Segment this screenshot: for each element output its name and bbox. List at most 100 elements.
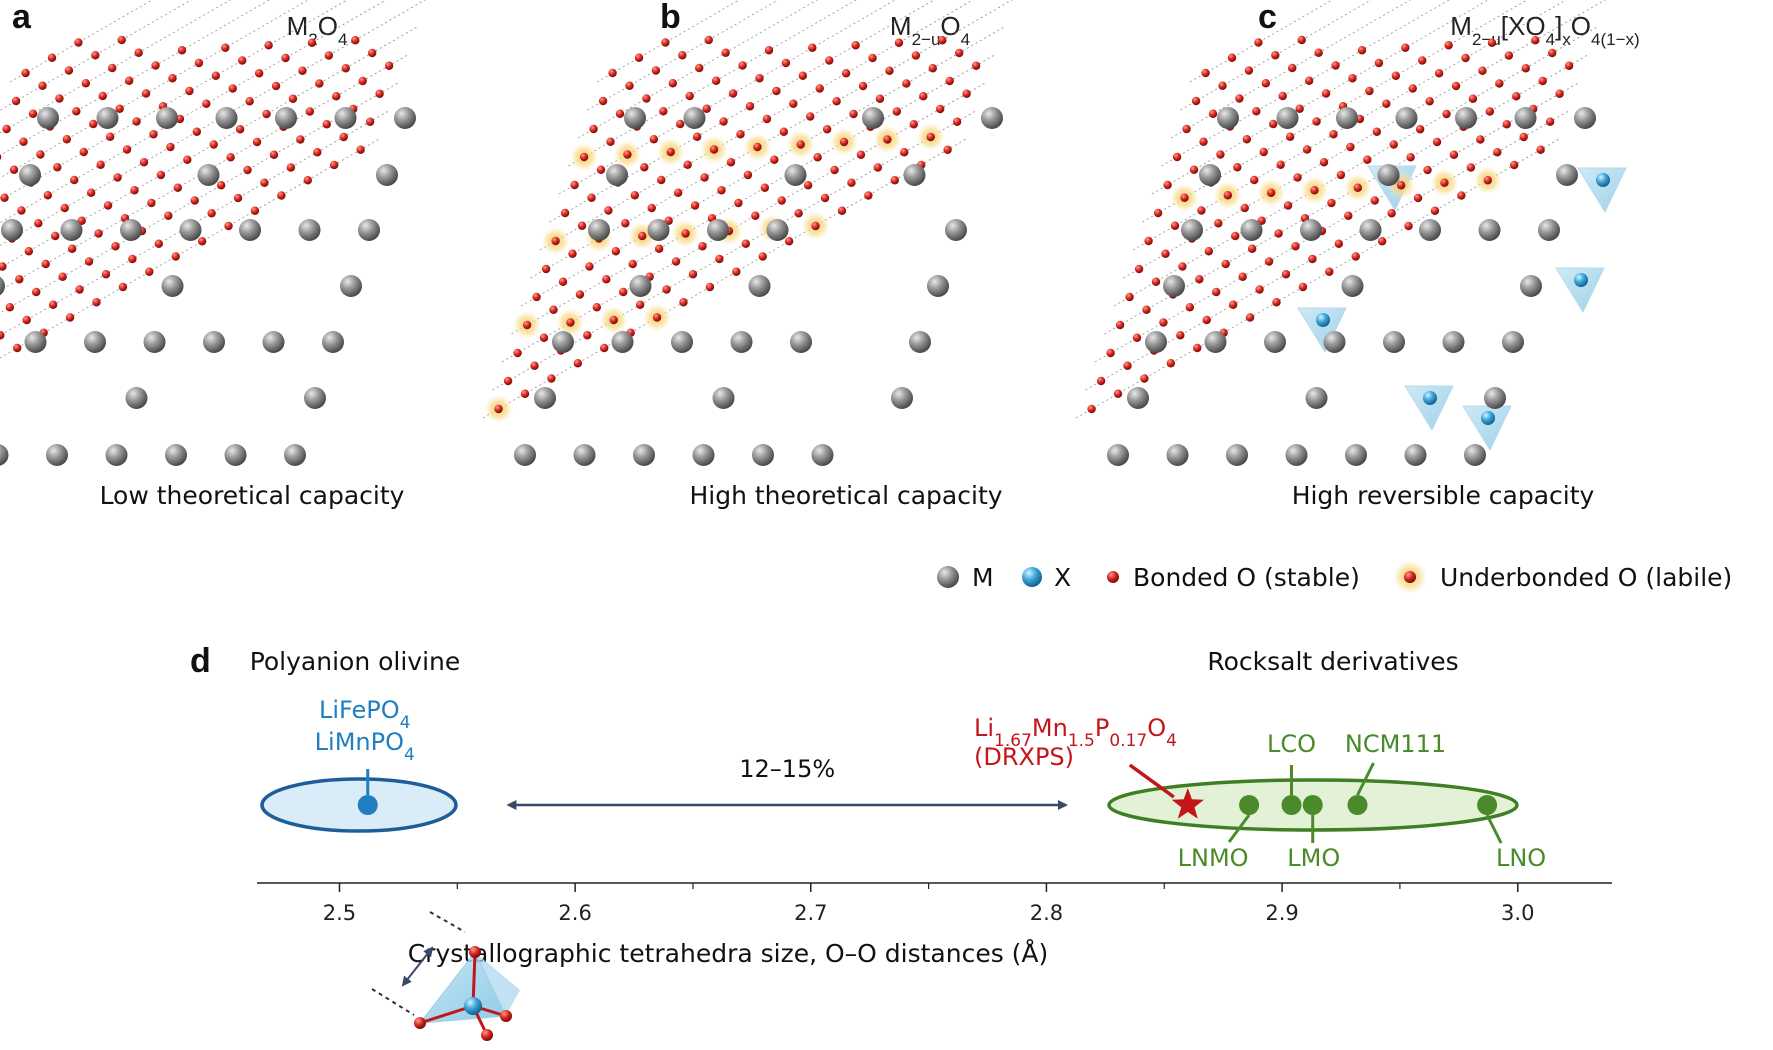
- metal-atom: [19, 164, 41, 186]
- metal-atom: [629, 275, 652, 297]
- lattice-c-metals: [1107, 107, 1596, 466]
- bonded-oxygen: [1259, 147, 1268, 157]
- bonded-oxygen: [705, 282, 715, 292]
- bonded-oxygen: [183, 155, 192, 164]
- metal-atom: [1574, 107, 1596, 129]
- metal-atom: [927, 275, 949, 297]
- bonded-oxygen: [96, 160, 105, 169]
- bonded-oxygen: [1432, 137, 1442, 147]
- metal-atom: [376, 164, 398, 186]
- panel-b-caption: High theoretical capacity: [689, 481, 1002, 510]
- metal-atom: [707, 219, 729, 241]
- bonded-oxygen: [577, 221, 587, 230]
- bonded-oxygen: [197, 237, 207, 246]
- bonded-oxygen: [971, 61, 981, 70]
- metal-atom: [1305, 387, 1328, 409]
- bonded-oxygen: [384, 61, 394, 70]
- bonded-oxygen: [64, 66, 74, 75]
- bonded-oxygen: [168, 74, 177, 83]
- bonded-oxygen: [1406, 153, 1415, 162]
- bonded-oxygen: [0, 331, 5, 340]
- metal-atom: [730, 331, 753, 353]
- bonded-oxygen: [1336, 170, 1346, 180]
- metal-atom: [340, 275, 362, 297]
- bonded-oxygen: [1245, 313, 1255, 322]
- bonded-oxygen: [1293, 173, 1302, 182]
- underbonded-oxygen: [839, 137, 849, 147]
- metal-atom: [909, 331, 931, 353]
- bonded-oxygen: [1218, 81, 1227, 90]
- bonded-oxygen: [700, 173, 709, 182]
- bond-line: [0, 0, 387, 224]
- bonded-oxygen: [1113, 389, 1123, 398]
- bonded-oxygen: [1274, 229, 1283, 238]
- bonded-oxygen: [902, 79, 911, 88]
- metal-atom: [24, 331, 47, 353]
- metal-atom: [1217, 107, 1239, 129]
- bond-line: [0, 137, 382, 359]
- bonded-oxygen: [1096, 376, 1106, 386]
- bonded-oxygen: [91, 51, 100, 60]
- panel-a-caption: Low theoretical capacity: [100, 481, 405, 510]
- bonded-oxygen: [598, 96, 608, 106]
- bonded-oxygen: [1151, 277, 1161, 286]
- bonded-oxygen: [1202, 315, 1211, 325]
- bonded-oxygen: [1201, 68, 1210, 78]
- tet-distance-arrow: [401, 946, 434, 987]
- metal-atom: [179, 219, 202, 241]
- bonded-oxygen: [1325, 267, 1334, 276]
- bonded-oxygen: [1269, 119, 1278, 129]
- bonded-oxygen: [702, 104, 711, 113]
- x-tick-label: 2.5: [323, 901, 356, 925]
- bonded-oxygen: [286, 163, 296, 172]
- bonded-oxygen: [1297, 35, 1306, 45]
- bonded-oxygen: [2, 124, 11, 134]
- bonded-oxygen: [48, 300, 58, 309]
- bonded-oxygen: [1363, 155, 1372, 164]
- underbonded-oxygen: [811, 221, 820, 231]
- metal-atom: [647, 219, 670, 241]
- bonded-oxygen: [1134, 264, 1144, 274]
- bonded-oxygen: [762, 114, 772, 124]
- legend-m-label: M: [972, 563, 994, 592]
- bonded-oxygen: [296, 135, 305, 144]
- legend-bonded-swatch: [1107, 571, 1119, 583]
- bonded-oxygen: [1457, 191, 1466, 200]
- bonded-oxygen: [770, 155, 779, 164]
- bonded-oxygen: [164, 211, 173, 220]
- metal-atom: [588, 219, 610, 241]
- bonded-oxygen: [60, 203, 69, 213]
- bonded-oxygen: [24, 247, 34, 256]
- lattice-c-oxygens: [1087, 35, 1574, 414]
- bonded-oxygen: [130, 186, 139, 195]
- bonded-oxygen: [606, 137, 615, 146]
- bonded-oxygen: [1374, 58, 1384, 68]
- bonded-oxygen: [271, 81, 281, 91]
- bonded-oxygen: [132, 117, 141, 126]
- underbonded-oxygen: [609, 315, 618, 325]
- tet-dash-top: [429, 911, 466, 933]
- underbonded-oxygen: [579, 152, 589, 162]
- bonded-oxygen: [305, 107, 315, 116]
- metal-atom: [143, 331, 166, 353]
- metal-atom: [1285, 444, 1308, 466]
- legend-m-swatch: [937, 566, 959, 588]
- x-atom: [1596, 173, 1610, 187]
- metal-atom: [1341, 275, 1364, 297]
- metal-atom: [1107, 444, 1129, 466]
- drxps-name: (DRXPS): [974, 743, 1074, 771]
- bond-line: [1104, 53, 1590, 335]
- bonded-oxygen: [1295, 104, 1304, 113]
- panel-b: b M2−uO4 High theoretical capacity: [482, 0, 1013, 510]
- metal-atom: [552, 331, 574, 353]
- bonded-oxygen: [717, 186, 726, 195]
- olivine-point-label: LiMnPO4: [315, 728, 415, 765]
- metal-atom: [1502, 331, 1524, 353]
- bonded-oxygen: [745, 102, 755, 111]
- legend-underbonded-label: Underbonded O (labile): [1440, 563, 1732, 592]
- metal-atom: [1442, 331, 1465, 353]
- bonded-oxygen: [592, 303, 602, 312]
- bonded-oxygen: [1485, 107, 1495, 116]
- bonded-oxygen: [851, 41, 860, 50]
- bonded-oxygen: [194, 58, 204, 68]
